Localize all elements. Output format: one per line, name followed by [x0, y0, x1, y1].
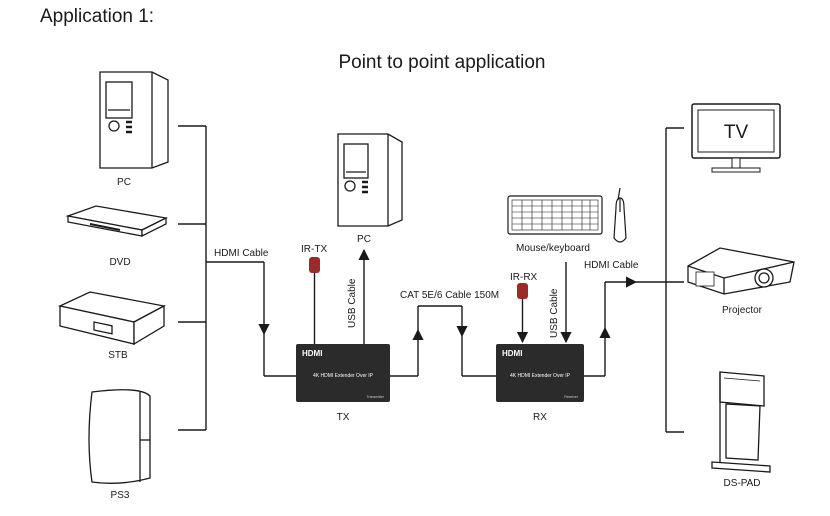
tv-icon [691, 103, 781, 173]
ir-rx-label: IR-RX [510, 272, 538, 283]
tx-extender-unit: HDMI 4K HDMI Extender Over IP Transmitte… [296, 344, 390, 402]
hdmi-out-line [584, 127, 684, 433]
stb-source-label: STB [108, 350, 128, 361]
ps3-source-label: PS3 [111, 490, 130, 501]
cat-cable-line [390, 305, 496, 377]
page-heading: Application 1: [40, 6, 154, 27]
ir-tx-label: IR-TX [301, 244, 327, 255]
keyboard-icon [507, 195, 603, 235]
projector-label: Projector [722, 305, 763, 316]
tx-hdmi-logo: HDMI [302, 349, 322, 358]
rx-hdmi-logo: HDMI [502, 349, 522, 358]
hdmi-in-cable-label: HDMI Cable [214, 248, 269, 259]
mouse-icon [613, 187, 627, 243]
center-pc-label: PC [357, 234, 371, 245]
mouse-keyboard-label: Mouse/keyboard [516, 243, 590, 254]
tx-unit-title: 4K HDMI Extender Over IP [313, 373, 374, 379]
dvd-player-icon [65, 205, 169, 238]
dvd-source-label: DVD [109, 257, 130, 268]
ds-pad-icon [711, 371, 771, 473]
tx-ir-sensor-icon [309, 257, 320, 344]
ps3-console-icon [88, 389, 151, 484]
projector-icon [687, 247, 795, 295]
diagram-subtitle: Point to point application [338, 52, 545, 73]
cat-cable-label: CAT 5E/6 Cable 150M [400, 290, 499, 301]
rx-ir-sensor-icon [516, 283, 529, 344]
pc-tower-icon [99, 71, 169, 169]
rx-label: RX [533, 412, 547, 423]
hdmi-out-cable-label: HDMI Cable [584, 260, 639, 271]
rx-unit-title: 4K HDMI Extender Over IP [510, 373, 571, 379]
tx-label: TX [337, 412, 350, 423]
rx-extender-unit: HDMI 4K HDMI Extender Over IP Receiver [496, 344, 584, 402]
usb-rx-cable-label: USB Cable [549, 288, 560, 338]
tv-screen-label: TV [724, 122, 749, 143]
usb-tx-cable-label: USB Cable [347, 278, 358, 328]
tx-unit-role: Transmitter [366, 395, 384, 399]
ds-pad-label: DS-PAD [723, 478, 760, 489]
source-bus [178, 125, 296, 431]
pc-source-label: PC [117, 177, 131, 188]
center-pc-tower-icon [337, 133, 403, 227]
set-top-box-icon [57, 291, 166, 346]
rx-unit-role: Receiver [564, 395, 579, 399]
